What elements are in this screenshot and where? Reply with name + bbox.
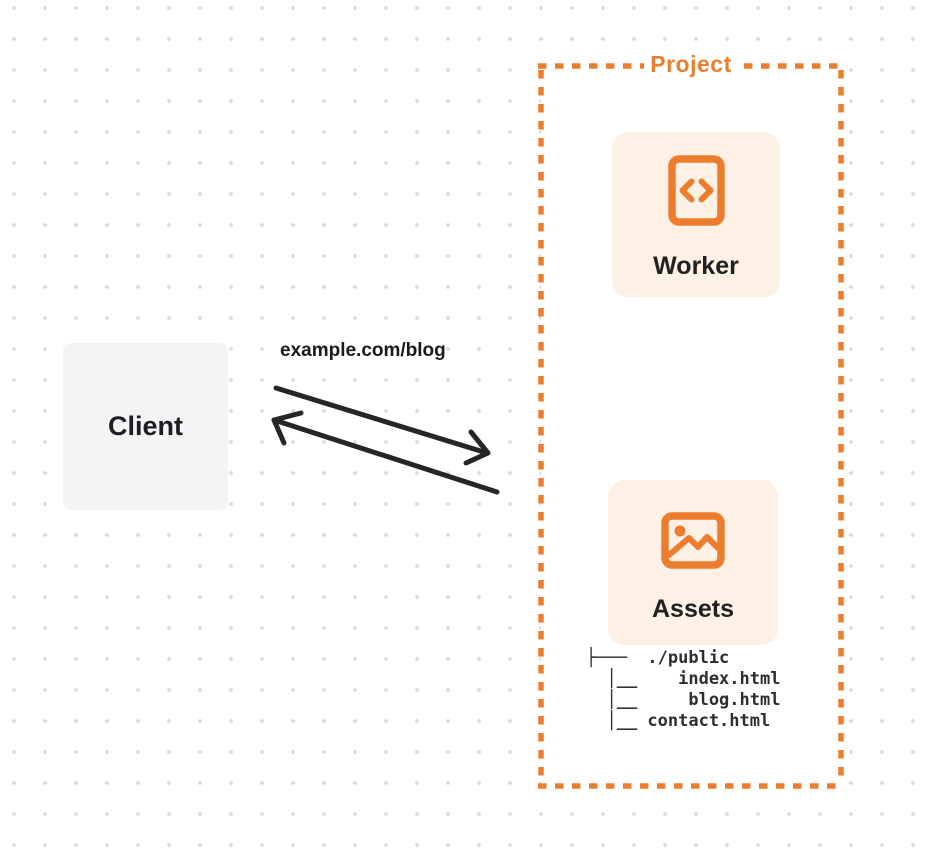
- request-arrow-line: [273, 385, 490, 456]
- image-icon: [661, 512, 725, 569]
- assets-card: Assets: [608, 480, 778, 645]
- file-tree: ├─── ./public │__ index.html │__ blog.ht…: [586, 648, 781, 731]
- request-url-label: example.com/blog: [280, 340, 446, 361]
- response-arrow-line: [271, 417, 500, 495]
- worker-label: Worker: [653, 252, 739, 280]
- response-arrowhead: [271, 410, 304, 446]
- request-arrowhead: [463, 429, 491, 466]
- code-file-icon: [667, 155, 725, 226]
- worker-card: Worker: [612, 132, 780, 297]
- assets-label: Assets: [652, 595, 734, 623]
- client-box: Client: [63, 343, 228, 510]
- client-label: Client: [107, 411, 183, 441]
- project-label: Project: [650, 51, 732, 77]
- request-response-arrows: [271, 385, 500, 495]
